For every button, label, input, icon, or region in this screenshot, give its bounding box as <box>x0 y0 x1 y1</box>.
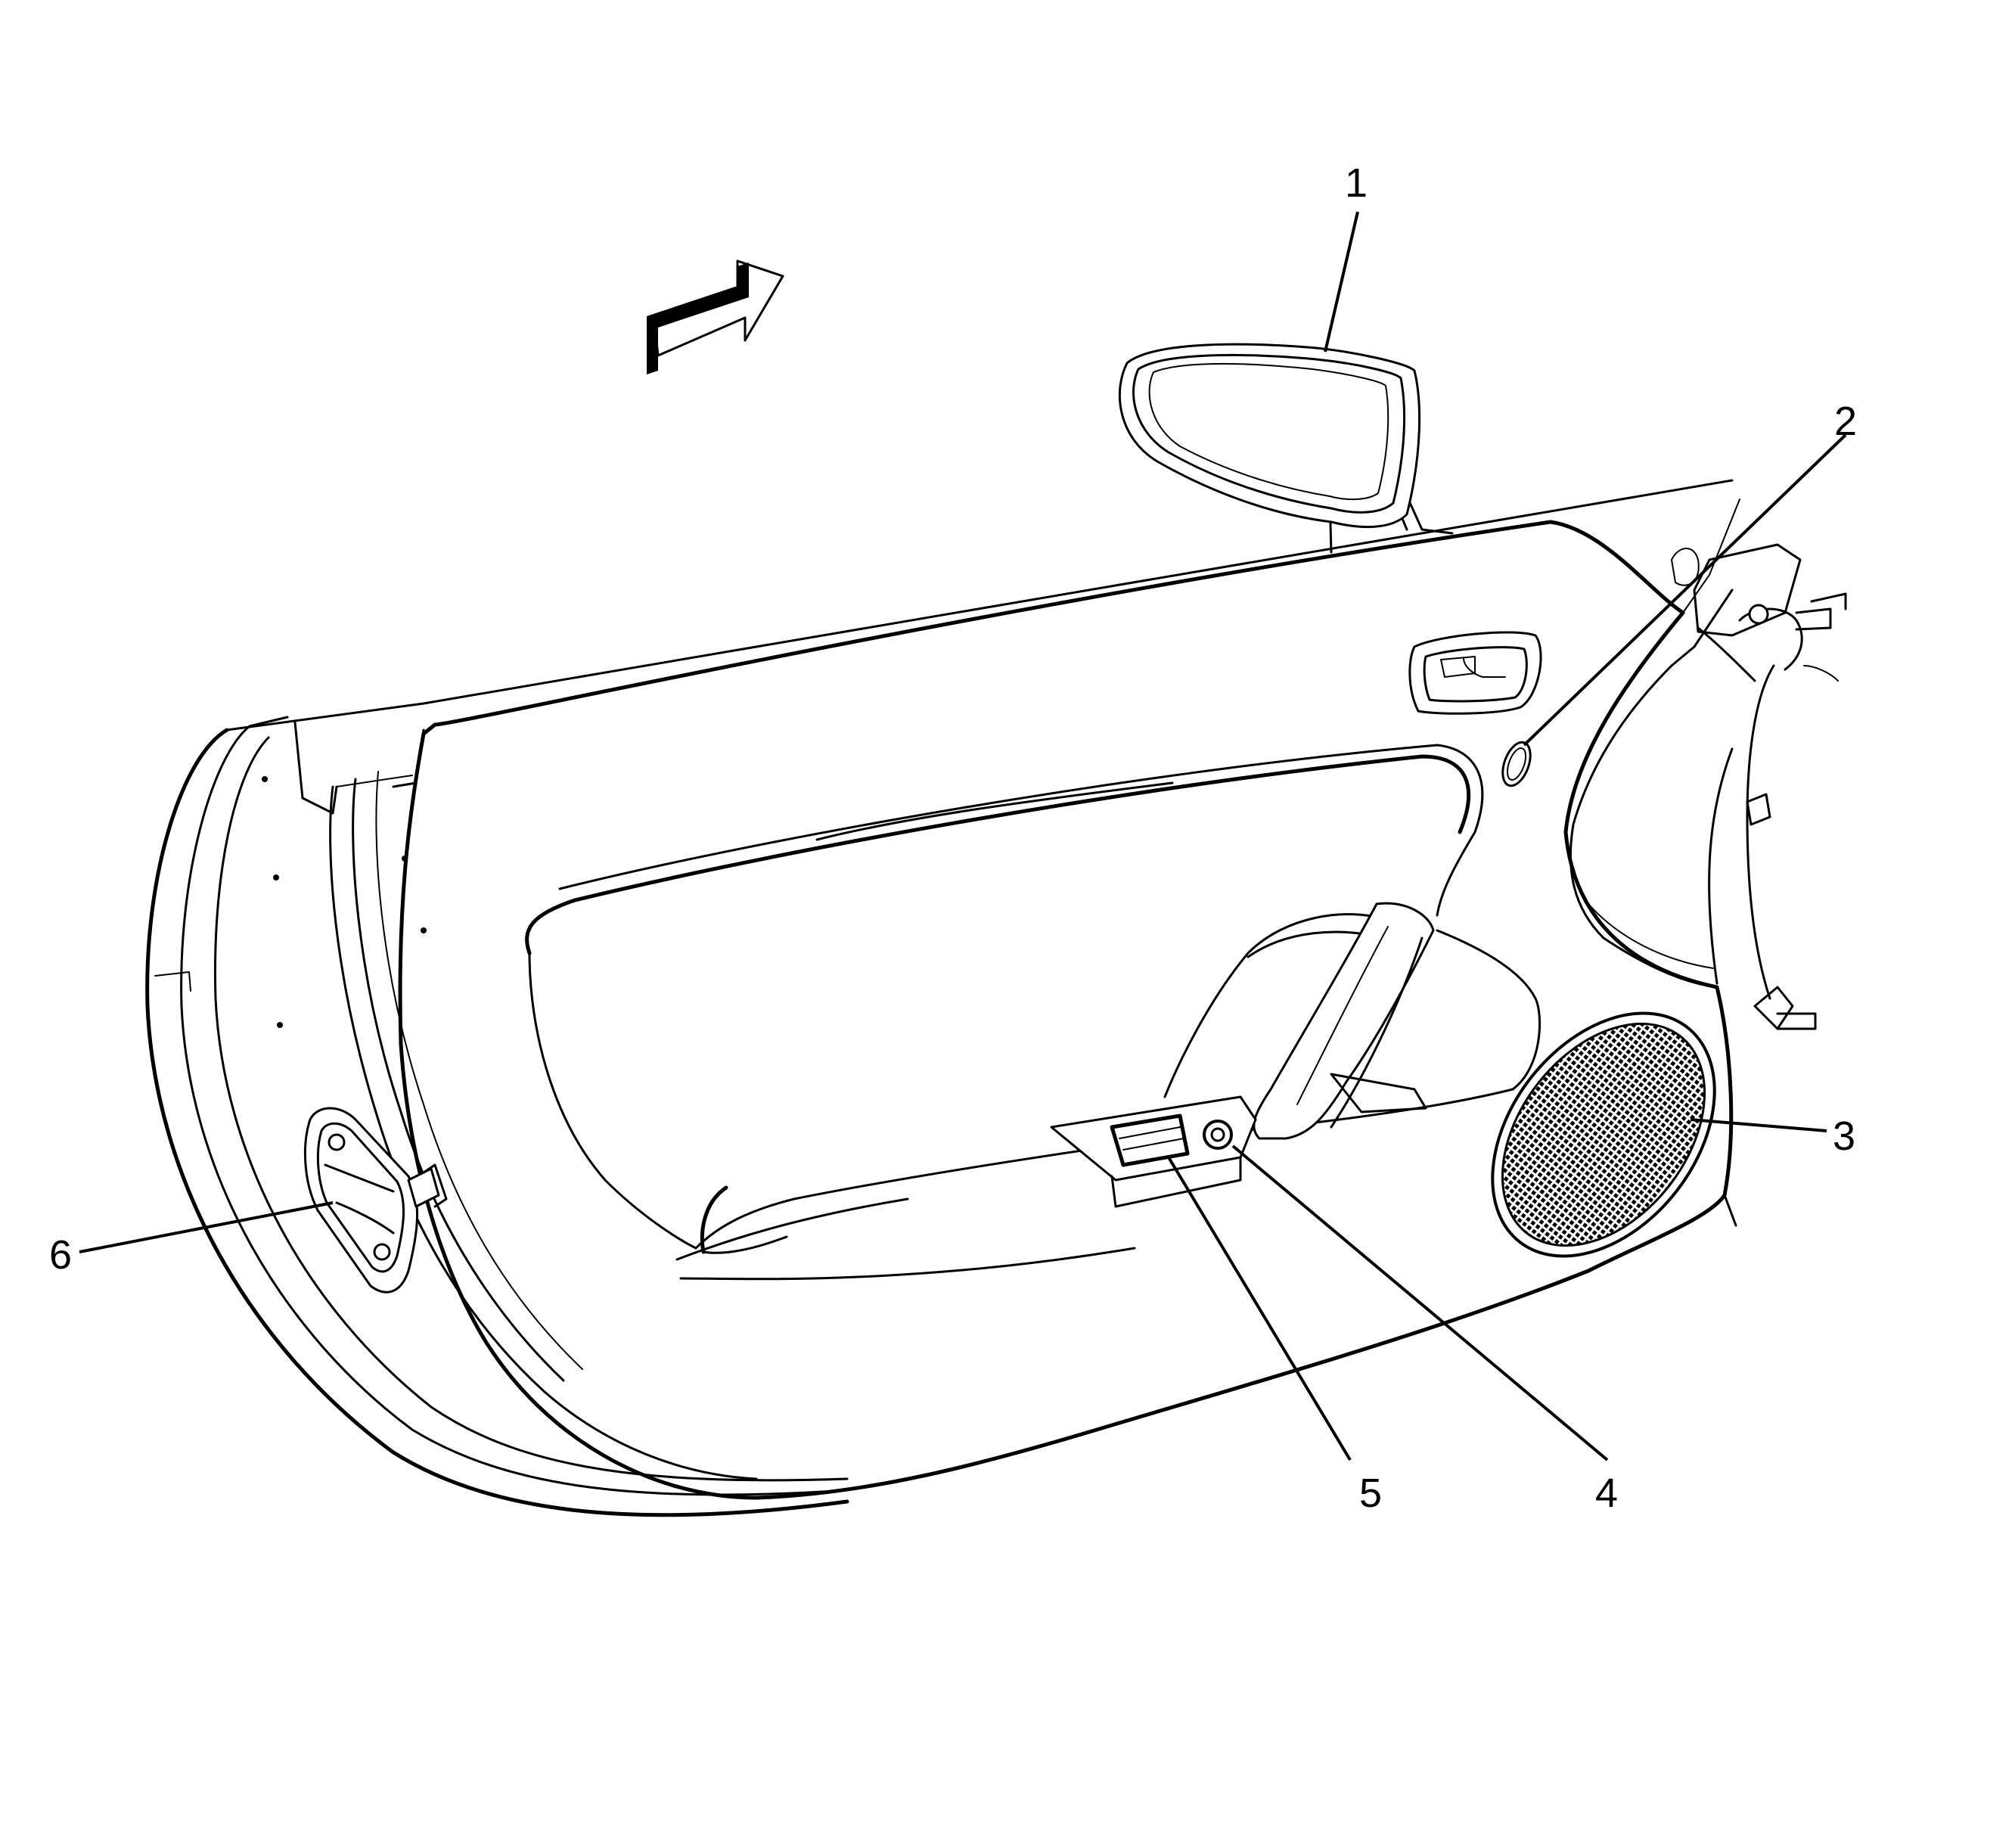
callout-6: 6 <box>49 1232 72 1278</box>
pull-handle <box>1253 902 1435 1140</box>
callout-5: 5 <box>1359 1471 1382 1516</box>
door-shell <box>145 479 1734 1517</box>
door-hinge <box>1671 543 1847 1030</box>
door-trim-panel <box>398 498 1740 1500</box>
leader-3 <box>1690 1118 1827 1132</box>
switch-bezel <box>1050 1095 1257 1208</box>
callout-2: 2 <box>1834 399 1857 444</box>
mirror-switch <box>1203 1120 1233 1150</box>
outside-mirror <box>1118 343 1454 554</box>
leader-5 <box>1167 1156 1352 1461</box>
leader-lines <box>79 211 1847 1461</box>
trim-plug <box>1501 741 1532 787</box>
leader-6 <box>79 1201 334 1253</box>
inside-door-handle <box>1408 631 1542 715</box>
leader-2 <box>1523 433 1847 747</box>
callout-1: 1 <box>1345 160 1368 206</box>
door-check-bracket <box>303 1107 448 1294</box>
leader-4 <box>1231 1145 1609 1461</box>
window-switch <box>1110 1113 1190 1167</box>
leader-1 <box>1324 211 1359 353</box>
forward-arrow-icon <box>647 259 784 374</box>
callout-labels: 1 2 3 4 5 6 <box>49 160 1857 1516</box>
door-frame-edge <box>262 721 758 1480</box>
speaker-grille <box>1491 1011 1716 1258</box>
callout-3: 3 <box>1833 1113 1855 1159</box>
callout-4: 4 <box>1595 1471 1618 1516</box>
